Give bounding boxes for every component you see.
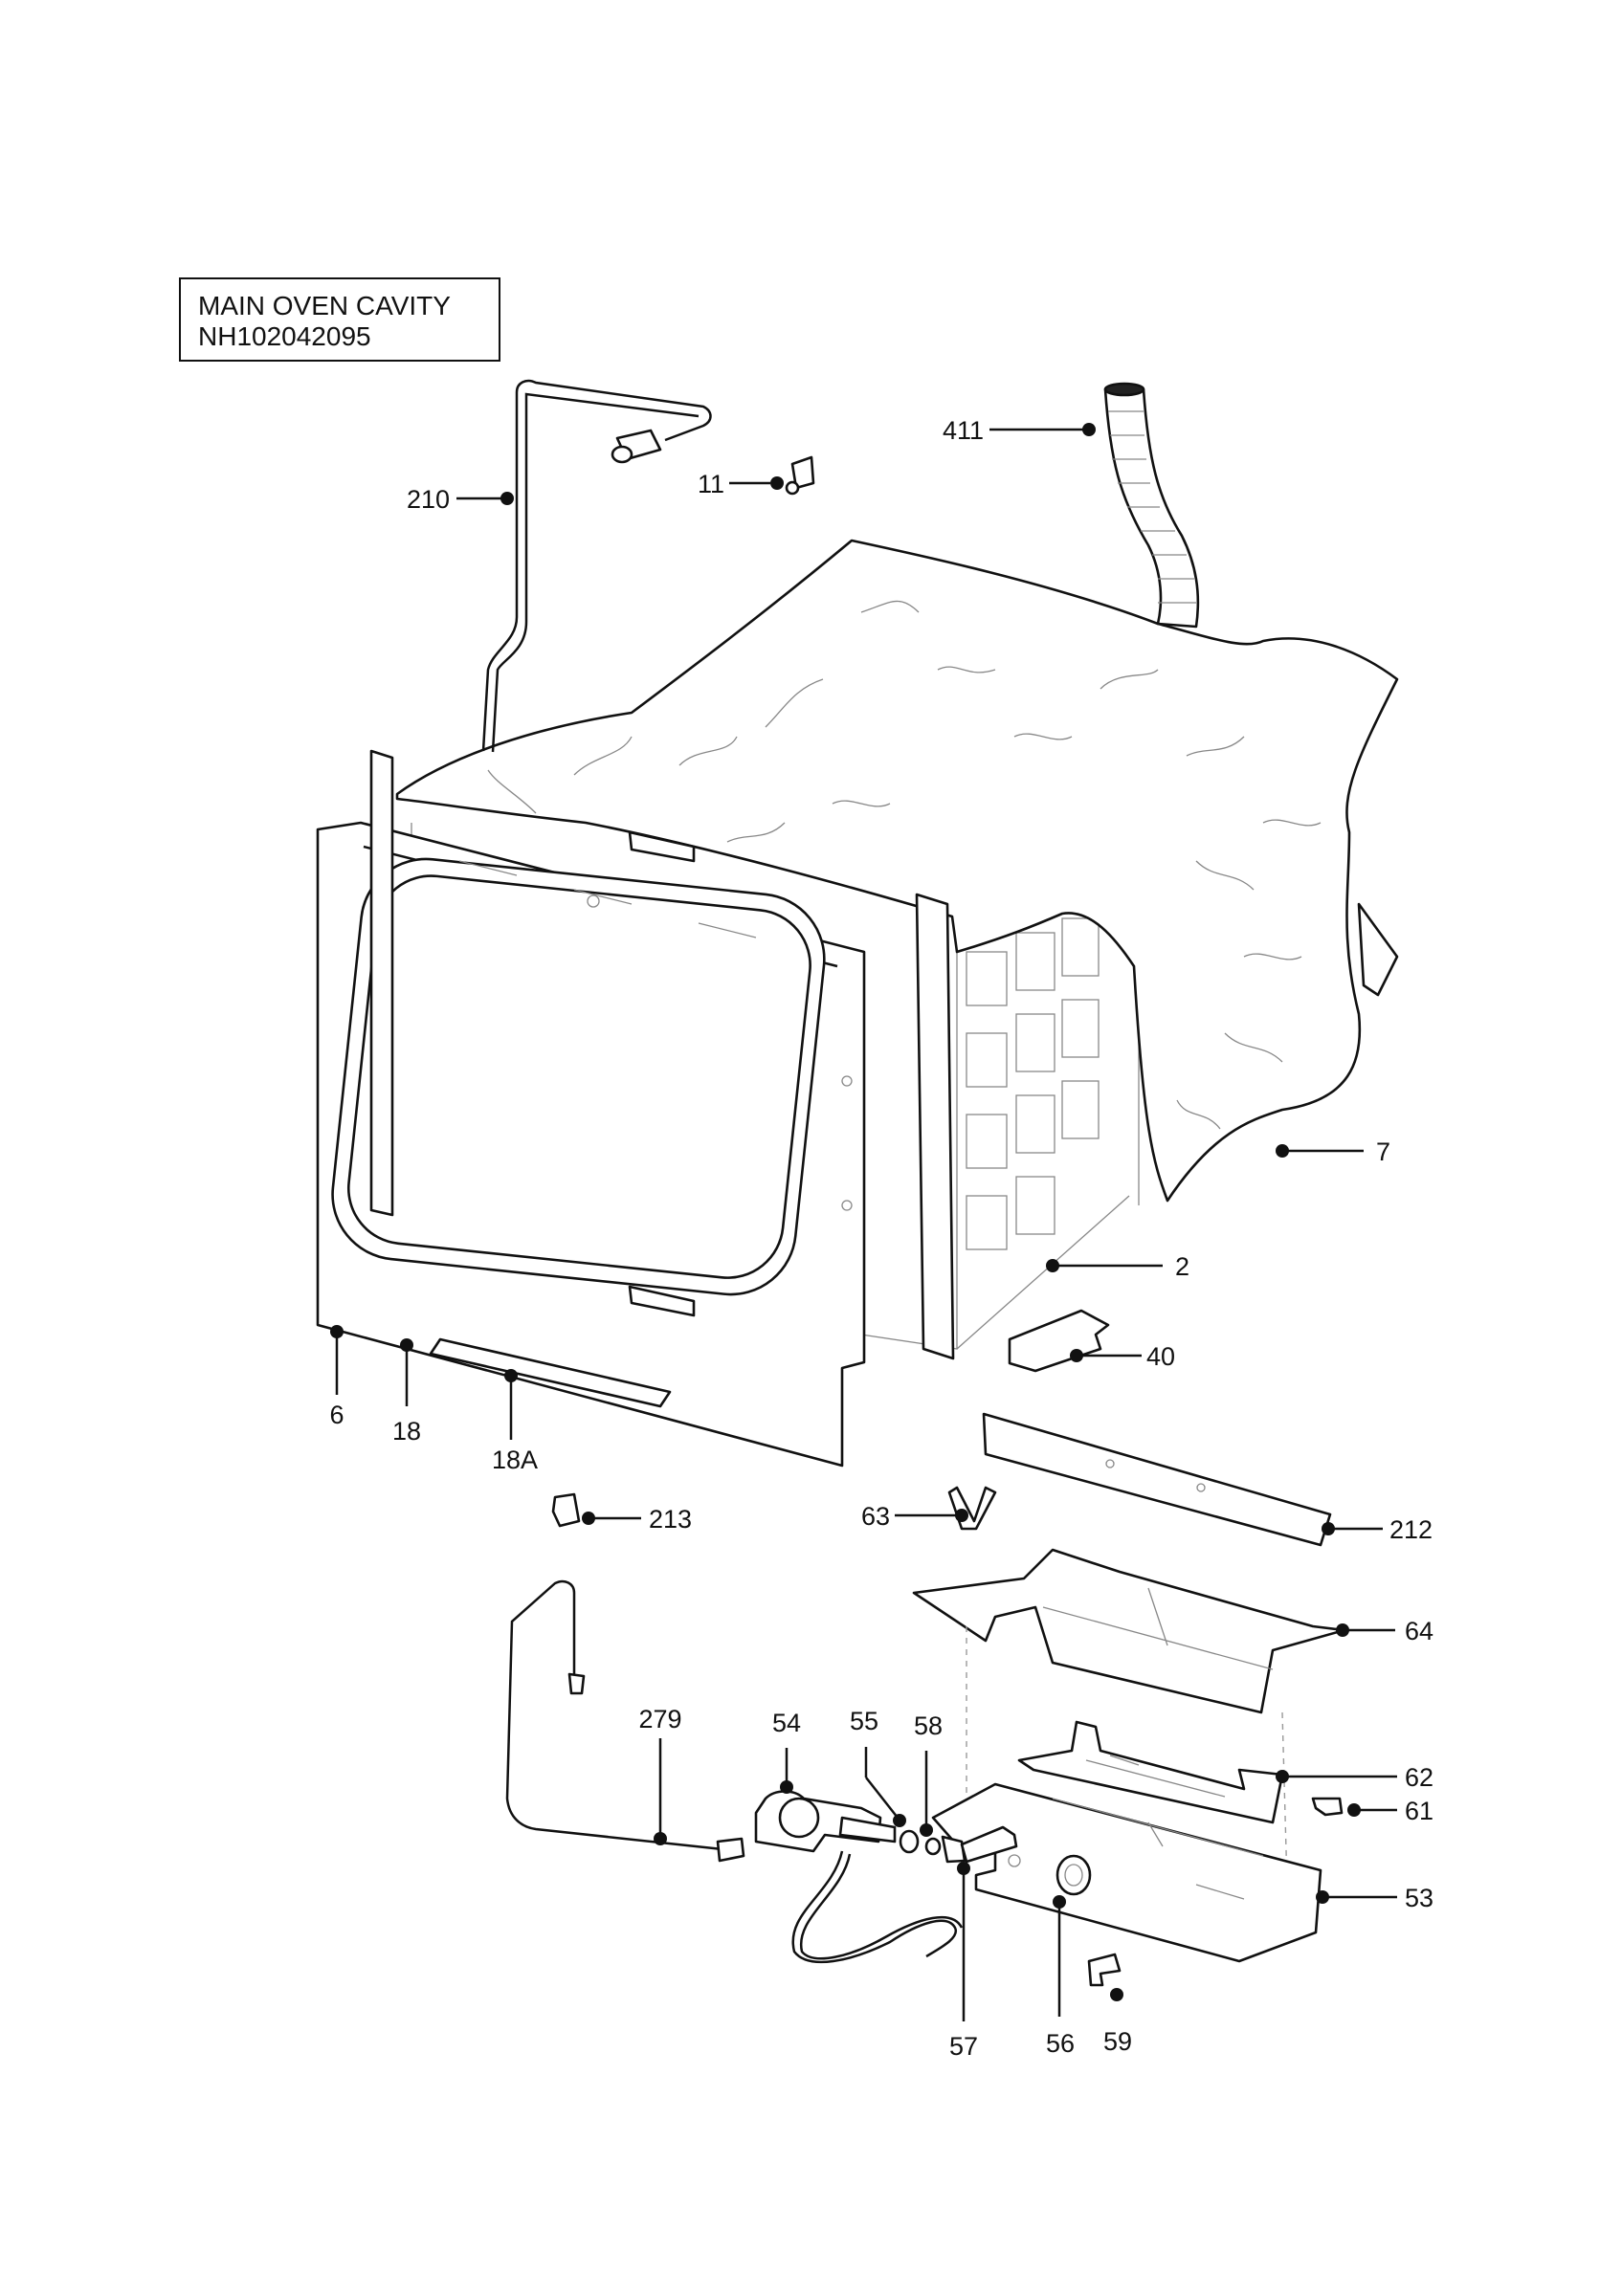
callout-6: 6	[329, 1401, 344, 1429]
cap-56	[1055, 1854, 1092, 1896]
callout-58: 58	[914, 1711, 943, 1740]
callout-61: 61	[1405, 1797, 1433, 1825]
bracket-40	[1008, 1309, 1110, 1373]
callout-40: 40	[1146, 1342, 1175, 1371]
callout-18: 18	[392, 1417, 421, 1446]
burner-plate-62	[1017, 1720, 1284, 1824]
diagram-part-number: NH102042095	[198, 321, 371, 351]
diagram-title: MAIN OVEN CAVITY	[198, 291, 451, 320]
upper-pipe	[481, 379, 712, 753]
injector-assembly	[754, 1790, 1018, 1964]
callout-56: 56	[1046, 2029, 1075, 2058]
clip-61	[1311, 1797, 1344, 1817]
clip-63	[947, 1486, 997, 1531]
callout-54: 54	[772, 1709, 801, 1737]
callout-210: 210	[407, 485, 450, 514]
flue-hose	[1103, 382, 1200, 629]
callout-53: 53	[1405, 1884, 1433, 1912]
callout-59: 59	[1103, 2027, 1132, 2056]
strip-212	[982, 1412, 1332, 1547]
callout-64: 64	[1405, 1617, 1433, 1645]
clip-213	[551, 1492, 581, 1528]
insulation-blanket	[395, 539, 1399, 1203]
front-frame	[316, 749, 955, 1468]
callouts: 210 11 411 7 2 40 6 18 18A 21	[329, 416, 1433, 2061]
clip-59	[1087, 1953, 1122, 1987]
callout-55: 55	[850, 1707, 878, 1735]
callout-57: 57	[949, 2032, 978, 2061]
callout-2: 2	[1175, 1252, 1189, 1281]
callout-212: 212	[1389, 1515, 1433, 1544]
callout-18A: 18A	[492, 1446, 538, 1474]
callout-62: 62	[1405, 1763, 1433, 1792]
callout-11: 11	[698, 470, 724, 498]
callout-279: 279	[638, 1705, 681, 1733]
title-box: MAIN OVEN CAVITY NH102042095	[179, 277, 500, 362]
callout-213: 213	[649, 1505, 692, 1534]
thermocouple-279	[505, 1579, 745, 1863]
callout-63: 63	[861, 1502, 890, 1531]
callout-7: 7	[1376, 1137, 1390, 1166]
callout-411: 411	[943, 416, 984, 445]
clip-11	[785, 455, 815, 496]
